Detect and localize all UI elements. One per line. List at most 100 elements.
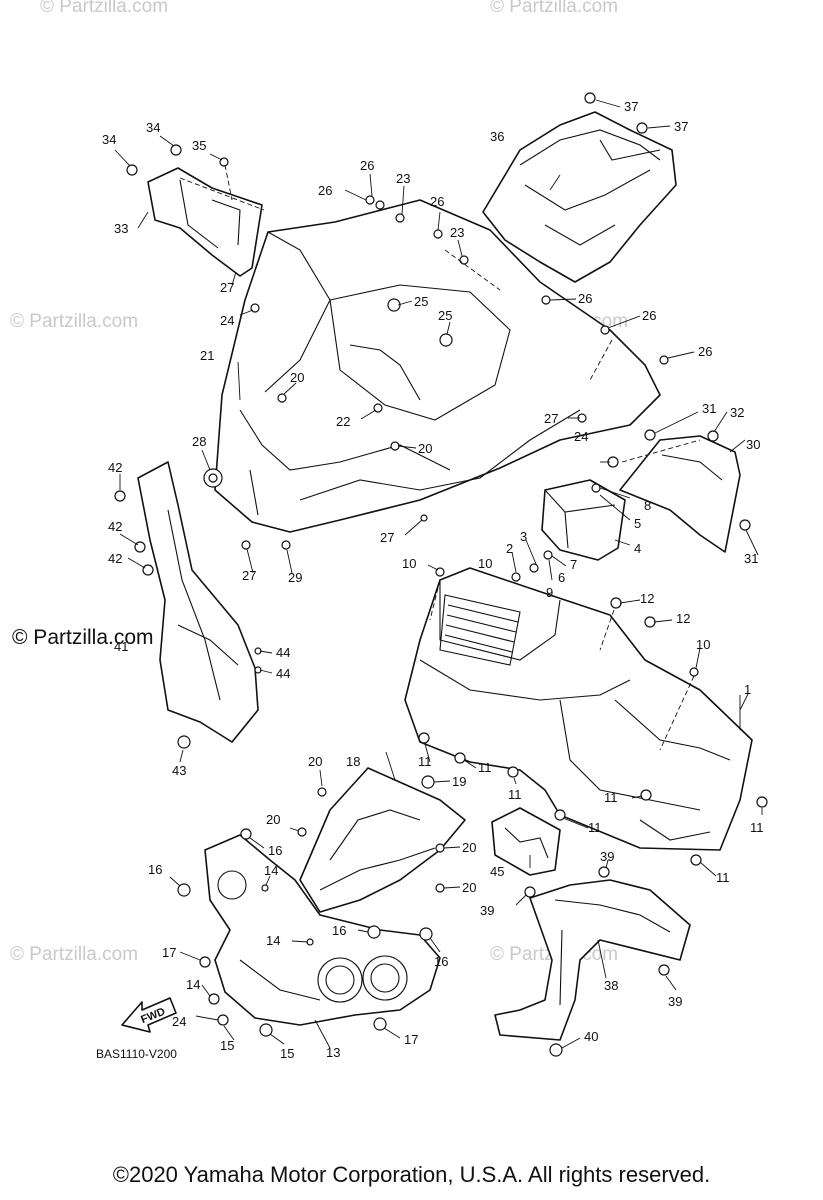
callout-label: 34 <box>146 120 160 135</box>
callout-label: 31 <box>702 401 716 416</box>
part-left-side-panel <box>137 461 259 743</box>
callout-label: 11 <box>418 754 432 769</box>
callout-label: 3 <box>520 529 527 544</box>
callout-label: 16 <box>434 954 448 969</box>
callout-label: 11 <box>478 760 492 775</box>
callout-label: 10 <box>696 637 710 652</box>
callout-label: 43 <box>172 763 186 778</box>
leader-lines <box>114 99 763 1049</box>
callout-labels: 1 2 3 4 5 6 7 8 9 10 10 10 11 11 11 11 1… <box>102 99 764 1061</box>
callout-label: 41 <box>114 639 128 654</box>
callout-label: 11 <box>716 870 730 885</box>
callout-label: 15 <box>280 1046 294 1061</box>
callout-label: 20 <box>462 840 476 855</box>
callout-label: 39 <box>480 903 494 918</box>
callout-label: 12 <box>676 611 690 626</box>
callout-label: 34 <box>102 132 116 147</box>
callout-label: 37 <box>674 119 688 134</box>
part-lower-fender <box>494 879 691 1041</box>
callout-label: 33 <box>114 221 128 236</box>
callout-label: 14 <box>186 977 200 992</box>
callout-label: 32 <box>730 405 744 420</box>
part-front-panel <box>214 199 661 533</box>
callout-label: 20 <box>266 812 280 827</box>
callout-label: 16 <box>268 843 282 858</box>
callout-label: 20 <box>418 441 432 456</box>
callout-label: 42 <box>108 551 122 566</box>
callout-label: 10 <box>402 556 416 571</box>
callout-label: 35 <box>192 138 206 153</box>
callout-label: 13 <box>326 1045 340 1060</box>
callout-label: 5 <box>634 516 641 531</box>
callout-label: 9 <box>546 585 553 600</box>
callout-label: 26 <box>642 308 656 323</box>
callout-label: 42 <box>108 519 122 534</box>
callout-label: 37 <box>624 99 638 114</box>
callout-label: 40 <box>584 1029 598 1044</box>
callout-label: 30 <box>746 437 760 452</box>
callout-label: 26 <box>360 158 374 173</box>
callout-label: 21 <box>200 348 214 363</box>
callout-label: 24 <box>574 429 588 444</box>
callout-label: 16 <box>332 923 346 938</box>
callout-label: 25 <box>438 308 452 323</box>
callout-label: 26 <box>430 194 444 209</box>
callout-label: 27 <box>380 530 394 545</box>
callout-label: 25 <box>414 294 428 309</box>
callout-label: 26 <box>318 183 332 198</box>
part-top-cover <box>482 111 677 283</box>
callout-label: 36 <box>490 129 504 144</box>
callout-label: 42 <box>108 460 122 475</box>
callout-label: 23 <box>450 225 464 240</box>
callout-label: 24 <box>220 313 234 328</box>
callout-label: 16 <box>148 862 162 877</box>
callout-label: 44 <box>276 666 290 681</box>
callout-label: 38 <box>604 978 618 993</box>
part-left-bracket <box>147 167 263 277</box>
callout-label: 15 <box>220 1038 234 1053</box>
part-badge-panel <box>491 807 561 876</box>
watermark: © Partzilla.com <box>10 311 138 332</box>
callout-label: 17 <box>162 945 176 960</box>
callout-label: 7 <box>570 557 577 572</box>
callout-label: 12 <box>640 591 654 606</box>
callout-label: 20 <box>462 880 476 895</box>
callout-label: 20 <box>308 754 322 769</box>
part-headlight-cover <box>299 767 466 913</box>
callout-label: 2 <box>506 541 513 556</box>
callout-label: 18 <box>346 754 360 769</box>
watermark-strong: © Partzilla.com <box>12 626 154 649</box>
watermark: © Partzilla.com <box>490 0 618 17</box>
callout-label: 27 <box>242 568 256 583</box>
callout-label: 14 <box>266 933 280 948</box>
callout-label: 27 <box>220 280 234 295</box>
callout-label: 6 <box>558 570 565 585</box>
callout-label: 39 <box>668 994 682 1009</box>
part-small-box <box>541 479 626 561</box>
callout-label: 10 <box>478 556 492 571</box>
callout-label: 44 <box>276 645 290 660</box>
callout-label: 8 <box>644 498 651 513</box>
callout-label: 11 <box>604 790 618 805</box>
callout-label: 45 <box>490 864 504 879</box>
callout-label: 11 <box>508 787 522 802</box>
callout-label: 28 <box>192 434 206 449</box>
callout-label: 26 <box>698 344 712 359</box>
watermark: © Partzilla.com <box>40 0 168 17</box>
callout-label: 1 <box>744 682 751 697</box>
callout-label: 11 <box>750 820 764 835</box>
callout-label: 14 <box>264 863 278 878</box>
part-instrument-panel <box>404 567 753 851</box>
callout-label: 4 <box>634 541 641 556</box>
callout-label: 23 <box>396 171 410 186</box>
callout-label: 31 <box>744 551 758 566</box>
callout-label: 24 <box>172 1014 186 1029</box>
fwd-arrow: FWD <box>121 997 177 1033</box>
copyright-notice: ©2020 Yamaha Motor Corporation, U.S.A. A… <box>112 1162 711 1187</box>
watermark: © Partzilla.com <box>10 944 138 965</box>
callout-label: 29 <box>288 570 302 585</box>
callout-label: 19 <box>452 774 466 789</box>
part-right-bracket <box>619 435 741 553</box>
callout-label: 26 <box>578 291 592 306</box>
